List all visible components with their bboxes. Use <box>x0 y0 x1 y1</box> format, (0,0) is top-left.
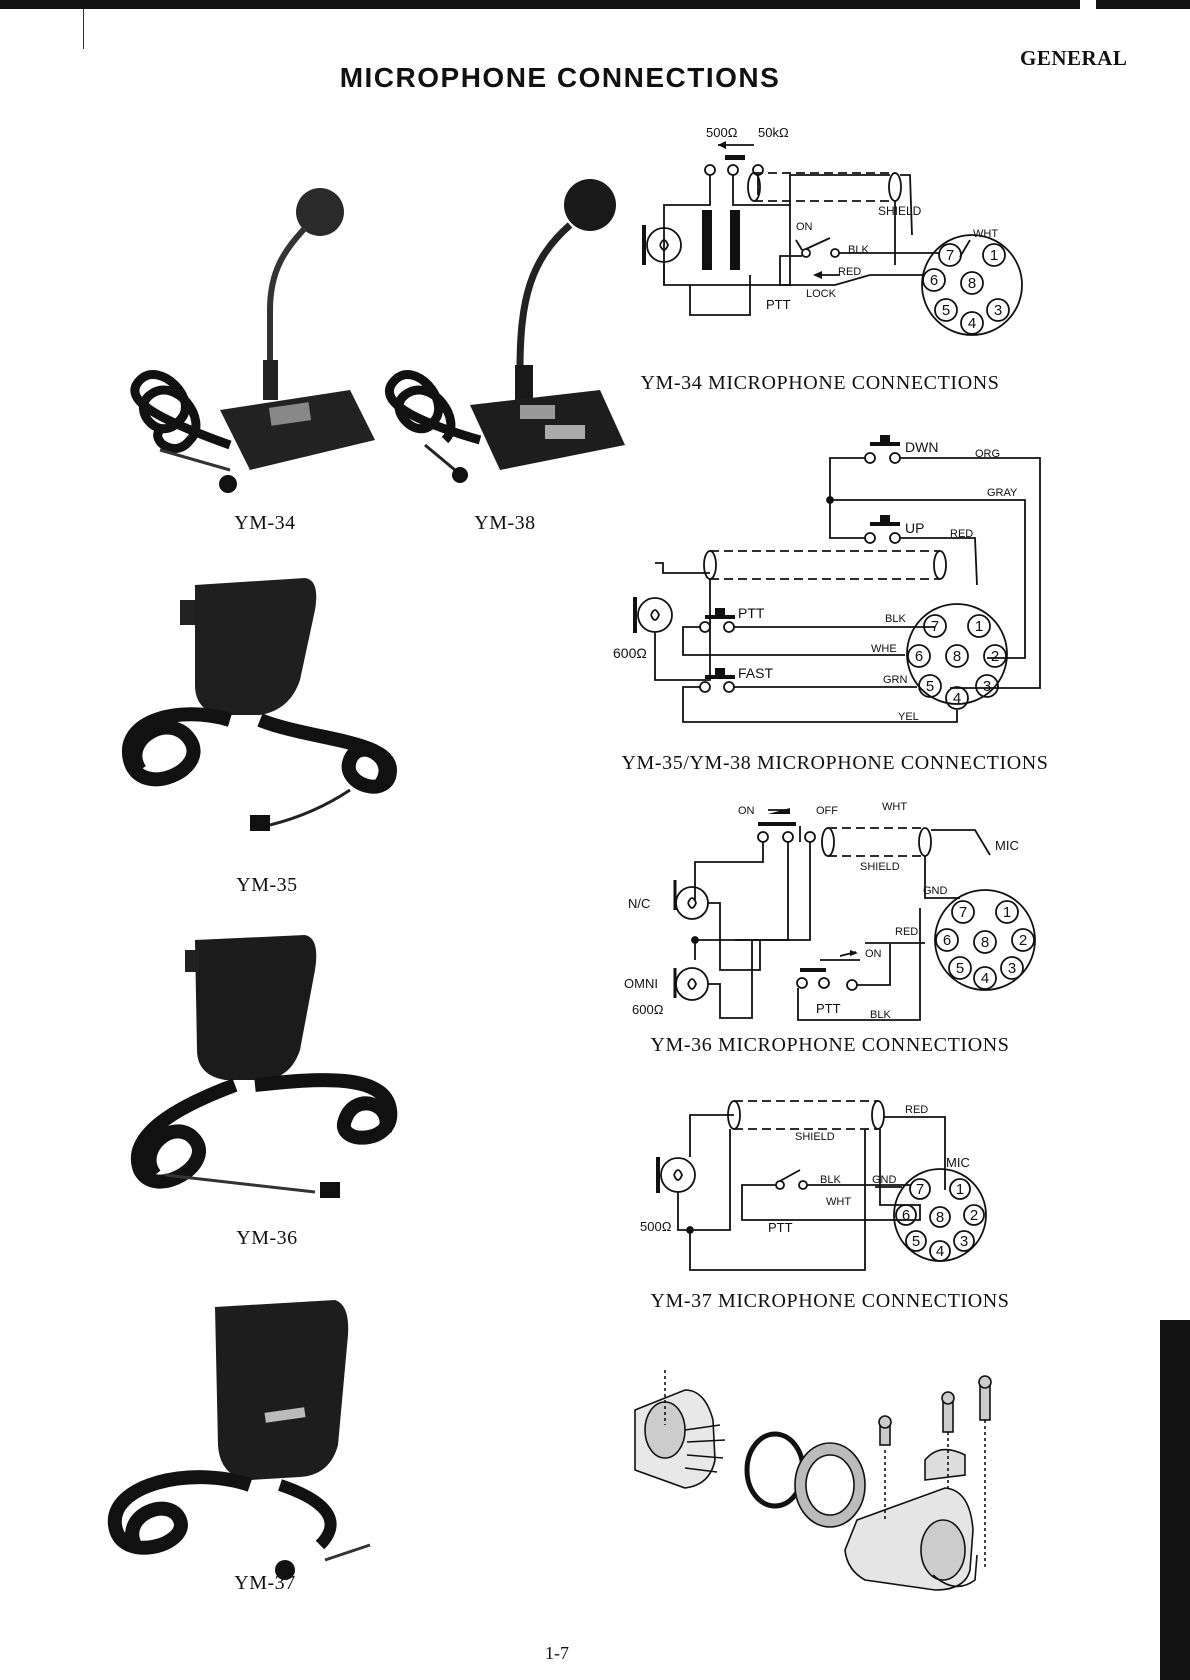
ym36-label: YM-36 <box>236 1227 298 1249</box>
ym37-ptt: PTT <box>768 1220 793 1235</box>
page-number: 1-7 <box>545 1643 569 1663</box>
ym36-on: ON <box>865 948 882 960</box>
svg-text:3: 3 <box>983 678 991 695</box>
svg-text:4: 4 <box>936 1243 944 1260</box>
ym36-off: OFF <box>816 805 838 817</box>
ym36-imp: 600Ω <box>632 1002 664 1017</box>
svg-text:5: 5 <box>926 678 934 695</box>
svg-text:8: 8 <box>981 934 989 951</box>
ym35-org: ORG <box>975 448 1000 460</box>
ym36-ptt: PTT <box>816 1001 841 1016</box>
ym38-photo <box>380 170 630 500</box>
svg-text:8: 8 <box>953 648 961 665</box>
svg-text:2: 2 <box>991 648 999 665</box>
svg-text:1: 1 <box>975 618 983 635</box>
ym34-red: RED <box>838 266 861 278</box>
ym37-label: YM-37 <box>234 1572 296 1594</box>
svg-text:3: 3 <box>1008 960 1016 977</box>
svg-text:7: 7 <box>959 904 967 921</box>
svg-text:6: 6 <box>902 1207 910 1224</box>
ym37-imp: 500Ω <box>640 1219 672 1234</box>
svg-text:2: 2 <box>1019 932 1027 949</box>
ym36-wht: WHT <box>882 801 907 813</box>
svg-text:4: 4 <box>953 690 961 707</box>
svg-text:4: 4 <box>968 315 976 332</box>
ym35-38-diagram: DWN ORG GRAY UP RED 600Ω PTT BLK WHE FAS… <box>605 430 1055 735</box>
ym35-38-caption: YM-35/YM-38 MICROPHONE CONNECTIONS <box>621 752 1049 774</box>
ym37-gnd: GND <box>872 1174 897 1186</box>
top-border-gap <box>1080 0 1096 9</box>
ym37-wht: WHT <box>826 1196 851 1208</box>
ym37-red: RED <box>905 1104 928 1116</box>
ym35-up: UP <box>905 520 924 536</box>
svg-text:1: 1 <box>956 1181 964 1198</box>
svg-text:4: 4 <box>981 970 989 987</box>
svg-text:5: 5 <box>942 302 950 319</box>
ym34-on: ON <box>796 221 813 233</box>
svg-text:5: 5 <box>912 1233 920 1250</box>
svg-text:6: 6 <box>930 272 938 289</box>
svg-text:2: 2 <box>970 1207 978 1224</box>
ym37-mic: MIC <box>946 1155 970 1170</box>
connector-exploded-view <box>625 1370 1025 1600</box>
ym36-caption: YM-36 MICROPHONE CONNECTIONS <box>650 1034 1010 1056</box>
ym36-mic: MIC <box>995 838 1019 853</box>
ym34-shield: SHIELD <box>878 204 922 218</box>
svg-text:7: 7 <box>931 618 939 635</box>
ym34-label: YM-34 <box>234 512 296 534</box>
ym34-photo <box>120 170 390 500</box>
svg-text:8: 8 <box>968 275 976 292</box>
ym37-caption: YM-37 MICROPHONE CONNECTIONS <box>650 1290 1010 1312</box>
ym34-lock: LOCK <box>806 288 837 300</box>
svg-text:3: 3 <box>994 302 1002 319</box>
svg-text:8: 8 <box>936 1209 944 1226</box>
ym36-shield: SHIELD <box>860 861 900 873</box>
edge-tab-bar <box>1160 1320 1190 1680</box>
ym34-imp-high: 50kΩ <box>758 125 789 140</box>
ym37-blk: BLK <box>820 1174 841 1186</box>
ym36-omni: OMNI <box>624 976 658 991</box>
ym35-fast: FAST <box>738 665 773 681</box>
ym34-imp-low: 500Ω <box>706 125 738 140</box>
svg-text:7: 7 <box>946 247 954 264</box>
ym35-gray: GRAY <box>987 487 1018 499</box>
ym35-red: RED <box>950 528 973 540</box>
ym36-nc: N/C <box>628 896 650 911</box>
page-title: MICROPHONE CONNECTIONS <box>339 62 781 93</box>
ym37-shield: SHIELD <box>795 1131 835 1143</box>
ym35-dwn: DWN <box>905 439 938 455</box>
ym34-wht: WHT <box>973 228 998 240</box>
ym37-photo <box>107 1295 430 1585</box>
ym36-on-top: ON <box>738 805 755 817</box>
ym36-gnd: GND <box>923 885 948 897</box>
ym36-red: RED <box>895 926 918 938</box>
top-border-bar <box>0 0 1190 9</box>
ym38-label: YM-38 <box>474 512 536 534</box>
ym35-blk: BLK <box>885 613 906 625</box>
svg-text:3: 3 <box>960 1233 968 1250</box>
svg-text:1: 1 <box>990 247 998 264</box>
svg-text:1: 1 <box>1003 904 1011 921</box>
ym34-blk: BLK <box>848 244 869 256</box>
svg-text:5: 5 <box>956 960 964 977</box>
ym34-ptt: PTT <box>766 297 791 312</box>
svg-text:7: 7 <box>916 1181 924 1198</box>
ym35-imp: 600Ω <box>613 645 647 661</box>
ym35-whe: WHE <box>871 643 897 655</box>
section-header: GENERAL <box>1020 46 1128 70</box>
ym36-blk: BLK <box>870 1009 891 1021</box>
ym37-diagram: RED SHIELD MIC 500Ω BLK WHT PTT GND 7 1 … <box>640 1095 1040 1280</box>
ym35-label: YM-35 <box>236 874 298 896</box>
ym36-photo <box>131 930 415 1200</box>
svg-text:6: 6 <box>915 648 923 665</box>
ym36-diagram: ON OFF N/C OMNI 600Ω WHT SHIELD MIC GND … <box>620 800 1040 1025</box>
ym35-yel: YEL <box>898 711 919 723</box>
ym35-photo <box>120 570 420 850</box>
ym35-ptt: PTT <box>738 605 765 621</box>
ym34-caption: YM-34 MICROPHONE CONNECTIONS <box>640 372 1000 394</box>
margin-tick <box>83 9 84 49</box>
svg-text:6: 6 <box>943 932 951 949</box>
ym34-diagram: 500Ω 50kΩ SHIELD ON BLK RED LOCK PTT WHT <box>630 125 1030 365</box>
ym35-grn: GRN <box>883 674 908 686</box>
